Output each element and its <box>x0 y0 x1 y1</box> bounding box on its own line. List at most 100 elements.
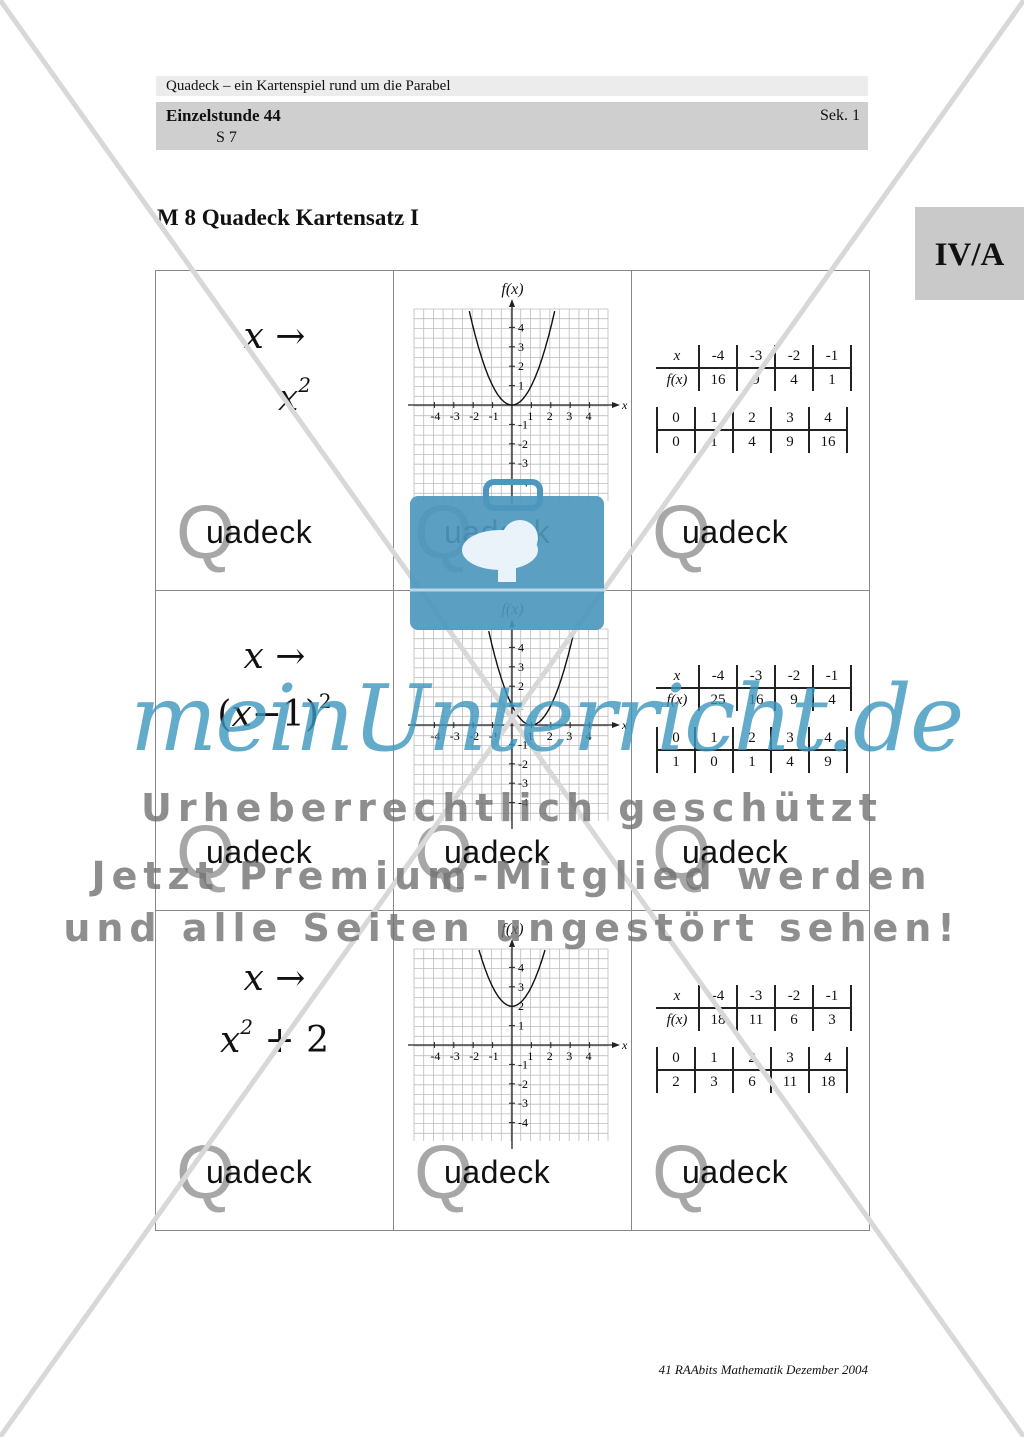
x-tick-label: -2 <box>469 1049 479 1063</box>
y-tick-label: -3 <box>518 1096 528 1110</box>
x-tick-label: -1 <box>489 409 499 423</box>
f-value-cell: 16 <box>699 368 738 391</box>
f-value-cell: 11 <box>737 1008 776 1031</box>
material-title: M 8 Quadeck Kartensatz I <box>157 205 419 230</box>
y-tick-label: -4 <box>518 476 528 490</box>
y-tick-label: -1 <box>518 417 528 431</box>
x-value-cell: -4 <box>699 985 738 1009</box>
page-label: S 7 <box>216 129 237 146</box>
f-value-cell: 2 <box>657 1070 696 1093</box>
x-value-cell: 3 <box>771 1047 810 1071</box>
y-tick-label: -3 <box>518 456 528 470</box>
x-tick-label: -1 <box>489 1049 499 1063</box>
y-tick-label: -4 <box>518 1116 528 1130</box>
x-tick-label: 1 <box>527 409 533 423</box>
x-value-cell: 4 <box>809 407 848 431</box>
y-tick-label: 4 <box>518 320 524 334</box>
y-tick-label: 3 <box>518 340 524 354</box>
y-tick-label: 4 <box>518 960 524 974</box>
f-value-cell: 9 <box>771 430 810 453</box>
unit-title: Einzelstunde 44 <box>166 106 281 125</box>
f-value-cell: 4 <box>775 368 814 391</box>
rule-prefix: x → <box>243 958 306 999</box>
x-value-cell: -2 <box>775 345 814 369</box>
y-tick-label: 3 <box>518 980 524 994</box>
x-value-cell: 2 <box>733 407 772 431</box>
x-tick-label: -2 <box>469 409 479 423</box>
x-value-cell: 2 <box>733 1047 772 1071</box>
x-value-cell: -1 <box>813 345 852 369</box>
y-tick-label: -1 <box>518 1057 528 1071</box>
x-value-cell: 0 <box>657 407 696 431</box>
level-label: Sek. 1 <box>820 107 860 124</box>
y-tick-label: 1 <box>518 379 524 393</box>
f-value-cell: 6 <box>775 1008 814 1031</box>
x-value-cell: -3 <box>737 985 776 1009</box>
f-value-cell: 1 <box>813 368 852 391</box>
f-value-cell: 9 <box>737 368 776 391</box>
x-value-cell: -4 <box>699 345 738 369</box>
x-value-cell: 1 <box>695 407 734 431</box>
x-value-cell: -1 <box>813 985 852 1009</box>
x-label-cell: x <box>656 985 700 1009</box>
rule-term: x2 + 2 <box>219 1015 329 1061</box>
f-value-cell: 18 <box>809 1070 848 1093</box>
x-tick-label: 4 <box>586 1049 592 1063</box>
x-tick-label: -4 <box>430 409 440 423</box>
section-tab: IV/A <box>915 207 1024 300</box>
f-value-cell: 4 <box>733 430 772 453</box>
x-axis-arrow-icon <box>612 402 620 408</box>
watermark-line-2: Jetzt Premium-Mitglied werden <box>91 854 933 898</box>
y-tick-label: 4 <box>518 640 524 654</box>
y-axis-arrow-icon <box>509 299 515 307</box>
x-value-cell: 0 <box>657 1047 696 1071</box>
y-tick-label: -2 <box>518 1077 528 1091</box>
x-label-cell: x <box>656 345 700 369</box>
x-value-cell: -3 <box>737 345 776 369</box>
x-tick-label: 4 <box>586 409 592 423</box>
header-series: Quadeck – ein Kartenspiel rund um die Pa… <box>156 76 868 96</box>
x-axis-label: x <box>621 1038 628 1052</box>
f-value-cell: 1 <box>695 430 734 453</box>
f-value-cell: 18 <box>699 1008 738 1031</box>
f-value-cell: 0 <box>657 430 696 453</box>
x-value-cell: -2 <box>775 985 814 1009</box>
x-value-cell: 1 <box>695 1047 734 1071</box>
header-unit-bar: Einzelstunde 44 Sek. 1 S 7 <box>156 102 868 150</box>
f-value-cell: 3 <box>813 1008 852 1031</box>
watermark-line-1: Urheberrechtlich geschützt <box>141 786 883 830</box>
y-tick-label: 2 <box>518 359 524 373</box>
x-axis-arrow-icon <box>612 1042 620 1048</box>
x-value-cell: 3 <box>771 407 810 431</box>
x-tick-label: 1 <box>527 1049 533 1063</box>
f-value-cell: 16 <box>809 430 848 453</box>
x-value-cell: 4 <box>809 1047 848 1071</box>
footer-source: 41 RAAbits Mathematik Dezember 2004 <box>658 1362 868 1377</box>
watermark-brand: meinUnterricht.de <box>130 665 964 772</box>
rule-term: x2 <box>277 373 312 419</box>
watermark-line-3: und alle Seiten ungestört sehen! <box>63 906 961 950</box>
y-axis-arrow-icon <box>509 619 515 627</box>
f-value-cell: 6 <box>733 1070 772 1093</box>
fx-label-cell: f(x) <box>656 1008 700 1031</box>
y-tick-label: -2 <box>518 437 528 451</box>
f-value-cell: 3 <box>695 1070 734 1093</box>
rule-prefix: x → <box>243 316 306 357</box>
x-tick-label: 3 <box>566 1049 572 1063</box>
x-tick-label: -3 <box>450 1049 460 1063</box>
x-tick-label: -3 <box>450 409 460 423</box>
